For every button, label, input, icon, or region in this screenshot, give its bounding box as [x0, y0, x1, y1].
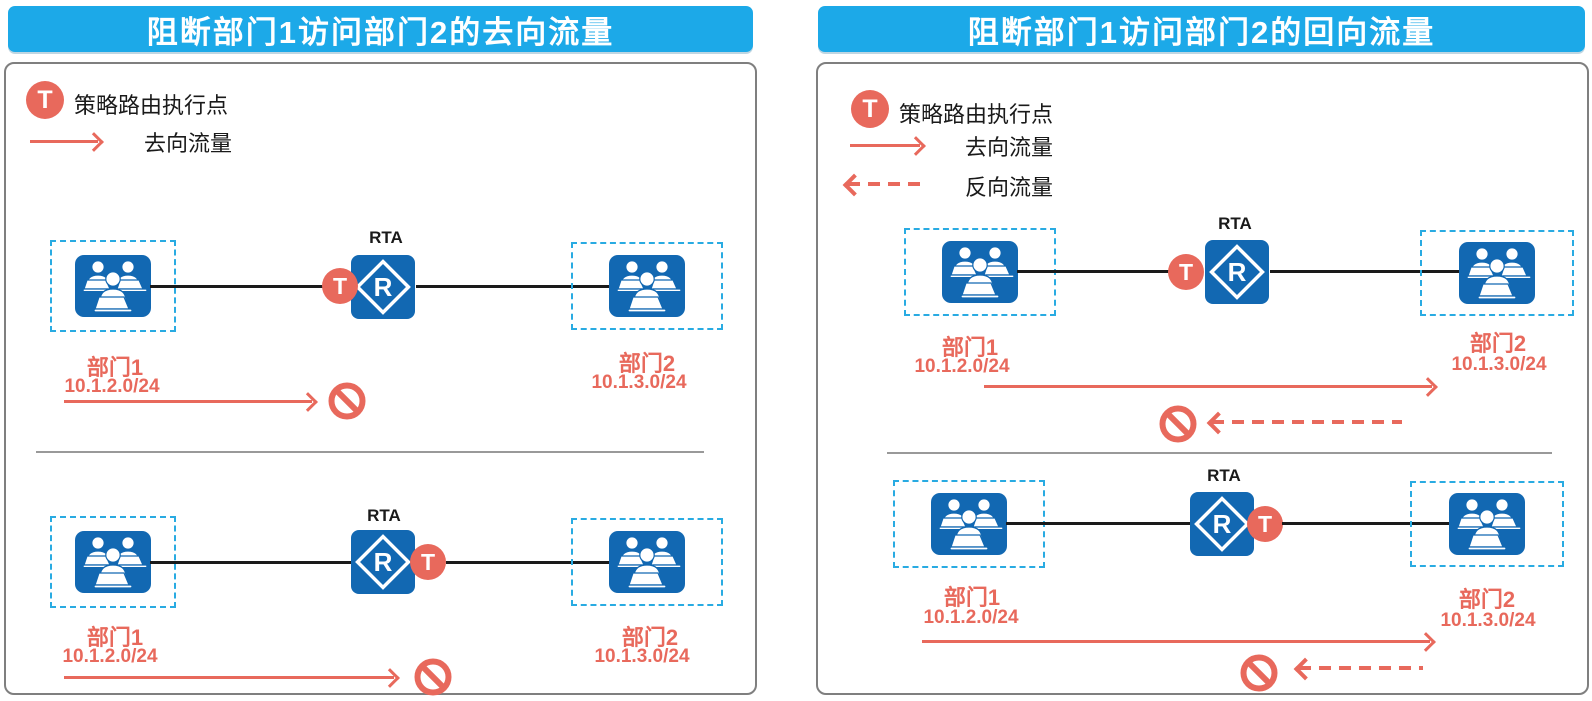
legend-forward-flow-label: 去向流量	[144, 131, 233, 156]
department-group-icon	[1448, 492, 1526, 556]
dept1-name: 部门1	[941, 335, 999, 360]
router-label: RTA	[1207, 466, 1241, 485]
t-letter: T	[332, 272, 348, 299]
blocked-icon	[327, 381, 367, 421]
divider	[36, 451, 704, 453]
legend-reverse-flow-label: 反向流量	[965, 175, 1054, 200]
solid-arrow-icon	[30, 140, 98, 143]
forward-flow-arrow	[64, 676, 394, 679]
dept2-subnet: 10.1.3.0/24	[591, 372, 687, 393]
dept2-box	[1420, 230, 1574, 316]
link-line	[416, 285, 614, 288]
dept2-box	[571, 242, 723, 330]
policy-point-badge-icon: T	[1168, 254, 1204, 290]
left-panel: T 策略路由执行点 去向流量 RTA T 部门1 10.1.2.0/24 部门2…	[4, 62, 757, 695]
dept1-name: 部门1	[86, 625, 144, 650]
t-letter: T	[37, 85, 53, 114]
dept2-name: 部门2	[618, 351, 676, 376]
t-letter: T	[862, 94, 878, 123]
policy-point-badge-icon: T	[322, 268, 358, 304]
router-icon	[350, 529, 416, 595]
legend-policy-point-label: 策略路由执行点	[899, 102, 1054, 127]
forward-flow-arrow	[922, 640, 1430, 643]
link-line	[1017, 270, 1171, 273]
department-group-icon	[1458, 241, 1536, 305]
solid-arrow-icon	[850, 144, 920, 147]
link-line	[1282, 522, 1450, 525]
left-panel-header: 阻断部门1访问部门2的去向流量	[8, 6, 753, 52]
dept1-subnet: 10.1.2.0/24	[923, 607, 1019, 628]
router-icon	[350, 254, 416, 320]
router-icon	[1189, 491, 1255, 557]
policy-point-badge-icon: T	[410, 544, 446, 580]
forward-flow-arrow	[984, 385, 1432, 388]
blocked-icon	[1239, 653, 1279, 693]
link-line	[150, 285, 326, 288]
dept1-subnet: 10.1.2.0/24	[64, 376, 160, 397]
right-panel: T 策略路由执行点 去向流量 反向流量 RTA T 部门1 10.1.2.0/2…	[816, 62, 1589, 695]
department-group-icon	[608, 254, 686, 318]
right-panel-header: 阻断部门1访问部门2的回向流量	[818, 6, 1585, 52]
dept2-name: 部门2	[1469, 331, 1527, 356]
dept1-subnet: 10.1.2.0/24	[62, 646, 158, 667]
forward-flow-arrow	[64, 400, 312, 403]
dept2-box	[1410, 481, 1564, 567]
department-group-icon	[608, 530, 686, 594]
dept2-box	[571, 518, 723, 606]
department-group-icon	[74, 254, 152, 318]
department-group-icon	[74, 530, 152, 594]
dept1-name: 部门1	[86, 355, 144, 380]
legend-forward-flow-label: 去向流量	[965, 135, 1054, 160]
link-line	[150, 561, 352, 564]
reverse-flow-arrow	[1299, 666, 1423, 670]
right-panel-title: 阻断部门1访问部门2的回向流量	[967, 14, 1436, 50]
department-group-icon	[930, 492, 1008, 556]
department-group-icon	[941, 240, 1019, 304]
router-label: RTA	[369, 228, 403, 247]
router-icon	[1204, 239, 1270, 305]
dept2-name: 部门2	[621, 625, 679, 650]
dept2-subnet: 10.1.3.0/24	[1451, 354, 1547, 375]
reverse-flow-arrow	[1212, 420, 1402, 424]
divider	[887, 452, 1552, 454]
legend-policy-point-label: 策略路由执行点	[74, 93, 229, 118]
blocked-icon	[1158, 404, 1198, 444]
t-letter: T	[420, 548, 436, 575]
dept1-name: 部门1	[943, 585, 1001, 610]
policy-point-badge-icon: T	[851, 90, 889, 128]
link-line	[1006, 522, 1191, 525]
dashed-arrow-icon	[848, 182, 922, 186]
router-label: RTA	[367, 506, 401, 525]
dept2-subnet: 10.1.3.0/24	[1440, 610, 1536, 631]
dept1-subnet: 10.1.2.0/24	[914, 356, 1010, 377]
blocked-icon	[413, 657, 453, 697]
policy-point-badge-icon: T	[26, 81, 64, 119]
dept2-name: 部门2	[1458, 587, 1516, 612]
link-line	[446, 561, 614, 564]
left-panel-title: 阻断部门1访问部门2的去向流量	[146, 14, 615, 50]
link-line	[1270, 270, 1462, 273]
dept2-subnet: 10.1.3.0/24	[594, 646, 690, 667]
router-label: RTA	[1218, 214, 1252, 233]
t-letter: T	[1257, 510, 1273, 537]
t-letter: T	[1178, 258, 1194, 285]
policy-point-badge-icon: T	[1247, 506, 1283, 542]
